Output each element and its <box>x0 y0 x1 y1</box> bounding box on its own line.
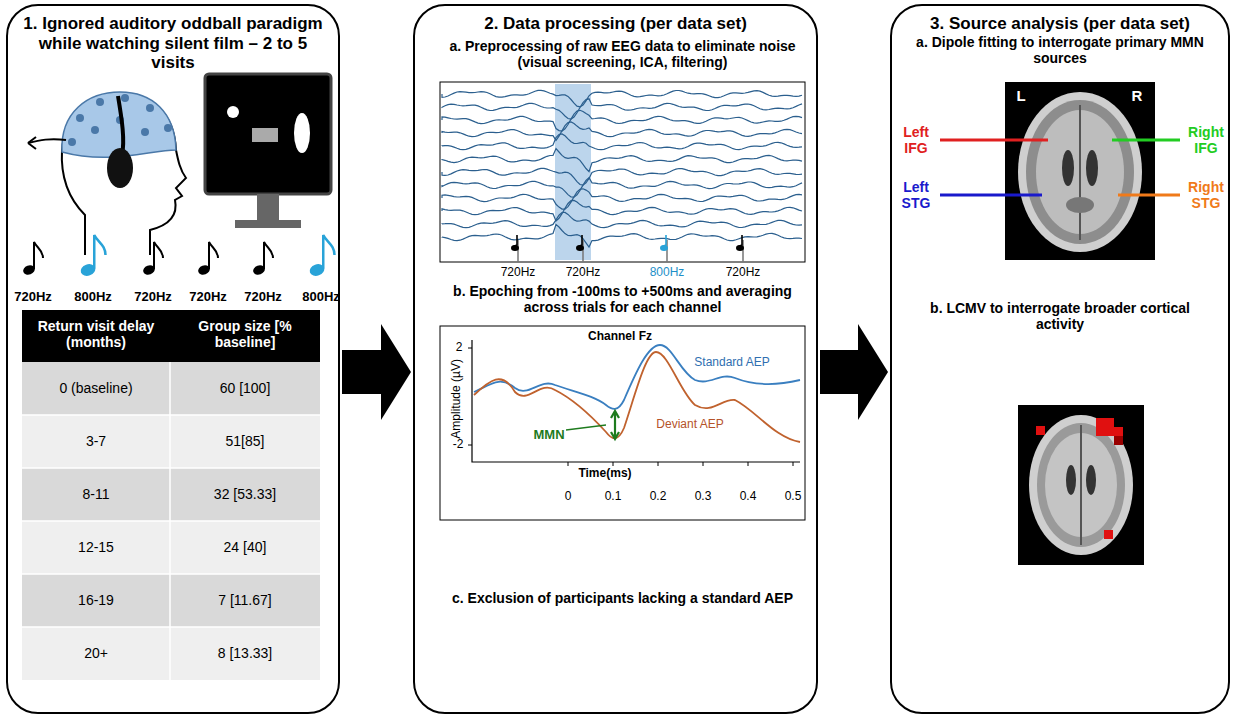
table-cell: 8 [13.33] <box>174 645 316 661</box>
tick-label: 0.5 <box>773 490 813 504</box>
flow-arrow <box>342 324 411 420</box>
plot-title: Channel Fz <box>560 330 680 344</box>
step-text: a. Preprocessing of raw EEG data to elim… <box>440 38 805 70</box>
note-label: 800Hz <box>294 290 348 305</box>
tick-label: 0.2 <box>638 490 678 504</box>
tick-label: 800Hz <box>642 266 692 280</box>
tick-label: 2 <box>452 341 466 355</box>
note-label: 720Hz <box>128 290 178 305</box>
monitor <box>205 74 331 228</box>
flow-arrow <box>820 324 888 420</box>
panel: 3. Source analysis (per data set) <box>890 4 1230 714</box>
table <box>22 310 320 680</box>
tick-label: -2 <box>449 438 467 452</box>
step-text: c. Exclusion of participants lacking a s… <box>440 590 805 606</box>
head-figure <box>28 92 186 255</box>
table-cell: 32 [53.33] <box>174 486 316 502</box>
table-header: Group size [% baseline] <box>174 318 316 350</box>
music-notes <box>22 235 335 278</box>
aep-plot <box>440 326 805 520</box>
note-label: 720Hz <box>8 290 58 305</box>
table-cell: 51[85] <box>174 433 316 449</box>
step-text: b. Epoching from -100ms to +500ms and av… <box>440 283 805 315</box>
tick-label: 0 <box>548 490 588 504</box>
series-label: Deviant AEP <box>630 418 750 432</box>
table-cell: 8-11 <box>26 486 166 502</box>
brain-mri <box>1005 82 1155 260</box>
table-cell: 16-19 <box>26 592 166 608</box>
panel-title: 2. Data processing (per data set) <box>415 6 816 34</box>
note-label: 720Hz <box>183 290 233 305</box>
note-label: 800Hz <box>66 290 120 305</box>
table-cell: 3-7 <box>26 433 166 449</box>
panel-title: 3. Source analysis (per data set) <box>892 6 1228 34</box>
tick-label: 720Hz <box>558 266 608 280</box>
source-label: Right IFG <box>1184 124 1228 156</box>
panel-title: 1. Ignored auditory oddball paradigm whi… <box>8 6 338 73</box>
step-text: b. LCMV to interrogate broader cortical … <box>905 300 1215 332</box>
table-cell: 24 [40] <box>174 539 316 555</box>
series-label: Standard AEP <box>672 356 792 370</box>
orientation-label: R <box>1128 87 1146 104</box>
axis-label: Time(ms) <box>560 467 650 481</box>
tick-label: 0.3 <box>683 490 723 504</box>
note-label: 720Hz <box>238 290 288 305</box>
table-header: Return visit delay (months) <box>26 318 166 350</box>
table-cell: 20+ <box>26 645 166 661</box>
step-text: a. Dipole fitting to interrogate primary… <box>905 34 1215 66</box>
table-cell: 0 (baseline) <box>26 380 166 396</box>
tick-label: 0.1 <box>593 490 633 504</box>
mmn-label: MMN <box>524 428 574 443</box>
table-cell: 7 [11.67] <box>174 592 316 608</box>
source-label: Right STG <box>1184 179 1228 211</box>
tick-label: 720Hz <box>718 266 768 280</box>
table-cell: 60 [100] <box>174 380 316 396</box>
brain-lcmv <box>1018 405 1144 565</box>
tick-label: 0.4 <box>728 490 768 504</box>
eeg-traces <box>440 82 805 262</box>
tick-label: 720Hz <box>493 266 543 280</box>
source-label: Left IFG <box>894 124 938 156</box>
orientation-label: L <box>1012 87 1030 104</box>
table-cell: 12-15 <box>26 539 166 555</box>
source-label: Left STG <box>894 179 938 211</box>
panel: 1. Ignored auditory oddball paradigm whi… <box>6 4 340 714</box>
